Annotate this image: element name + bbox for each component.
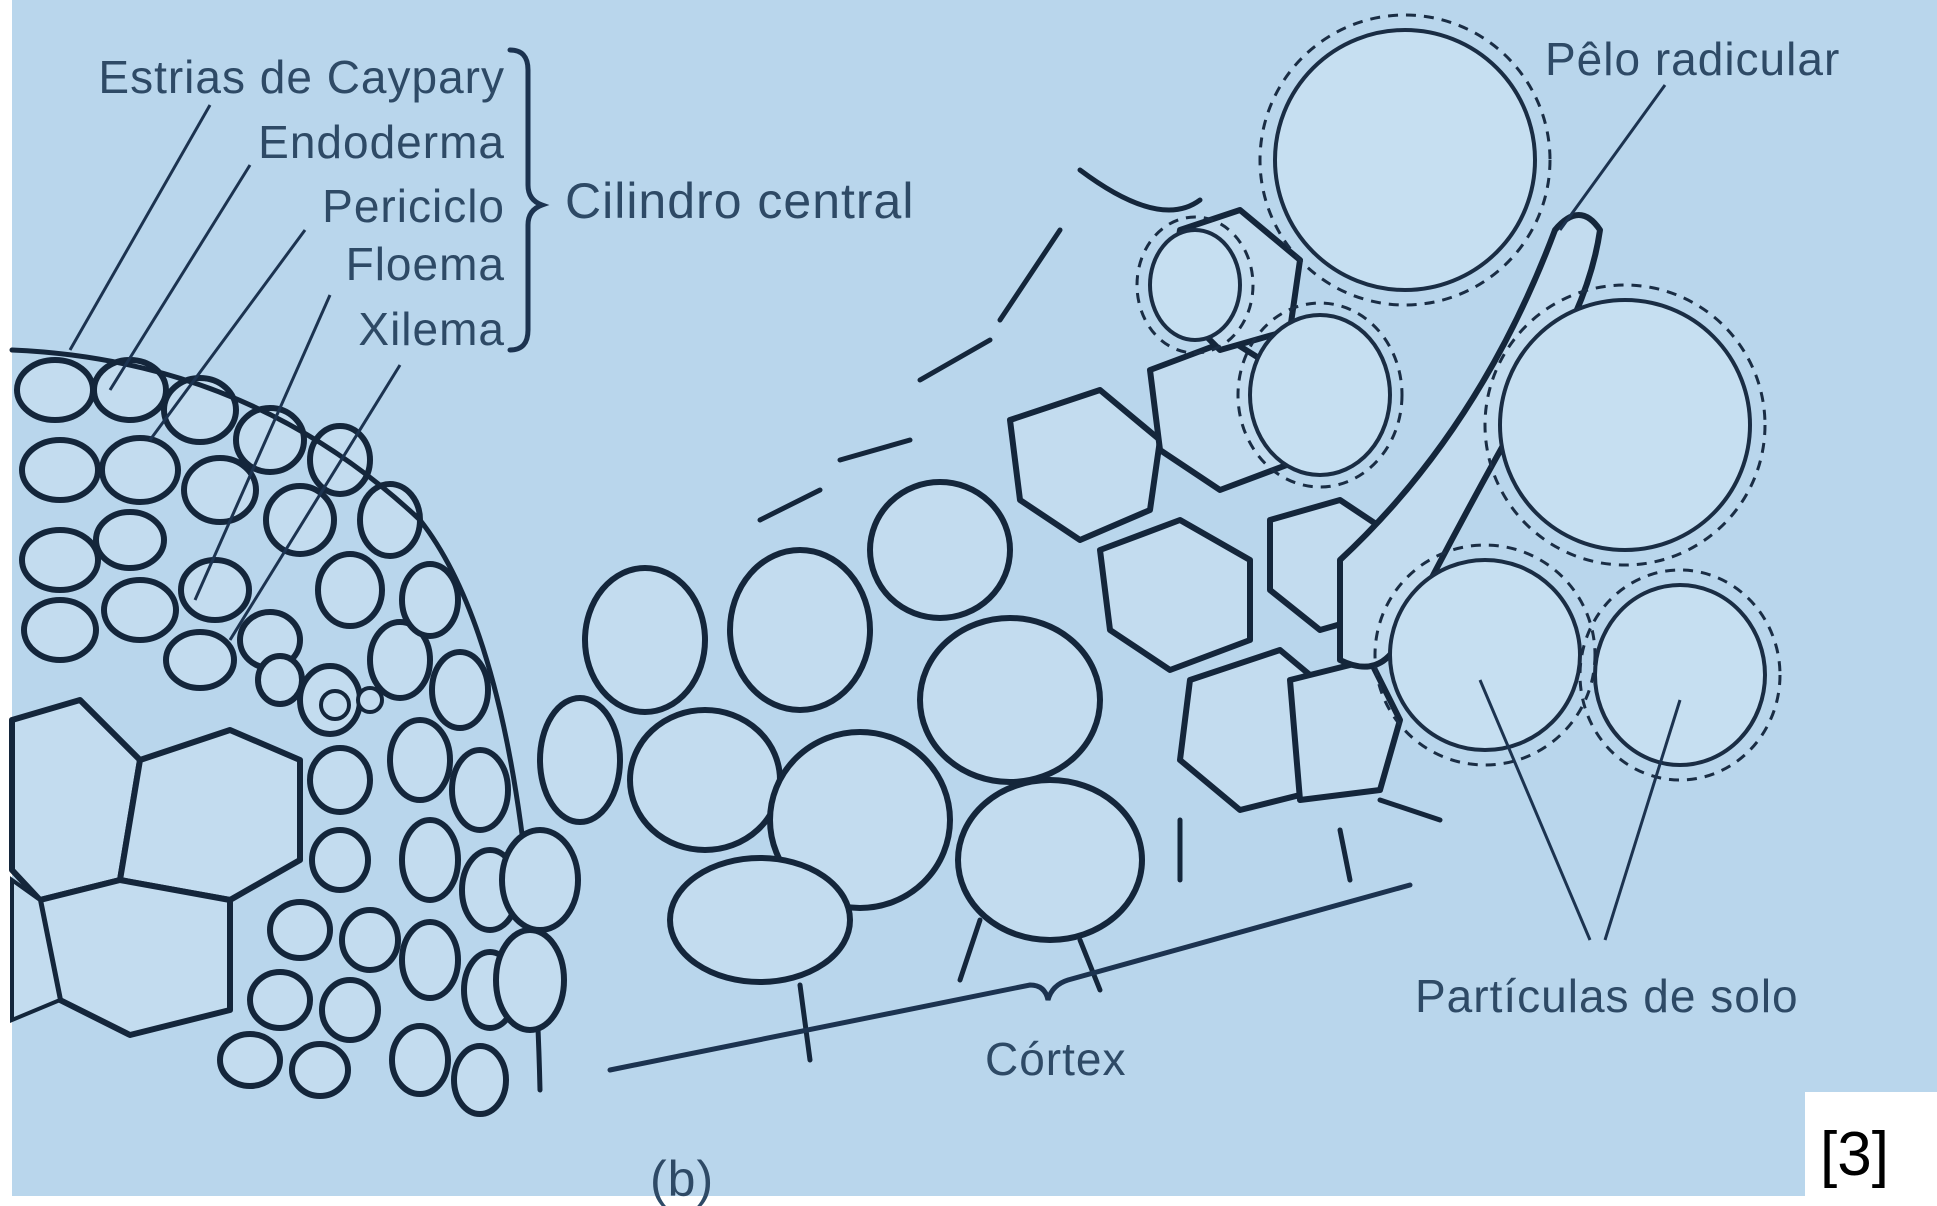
left-white-margin bbox=[0, 0, 12, 1206]
label-periciclo: Periciclo bbox=[322, 180, 505, 232]
reference-marker: [3] bbox=[1820, 1120, 1889, 1189]
label-xilema: Xilema bbox=[358, 303, 505, 355]
label-pelo-radicular: Pêlo radicular bbox=[1545, 33, 1840, 85]
label-estrias-de-caypary: Estrias de Caypary bbox=[98, 51, 505, 103]
label-cilindro-central: Cilindro central bbox=[565, 173, 914, 229]
panel-label: (b) bbox=[650, 1151, 714, 1206]
label-floema: Floema bbox=[346, 238, 505, 290]
label-cortex: Córtex bbox=[985, 1033, 1126, 1085]
label-particulas-de-solo: Partículas de solo bbox=[1415, 970, 1799, 1022]
bottom-white-margin bbox=[0, 1196, 1937, 1206]
label-endoderma: Endoderma bbox=[258, 116, 505, 168]
